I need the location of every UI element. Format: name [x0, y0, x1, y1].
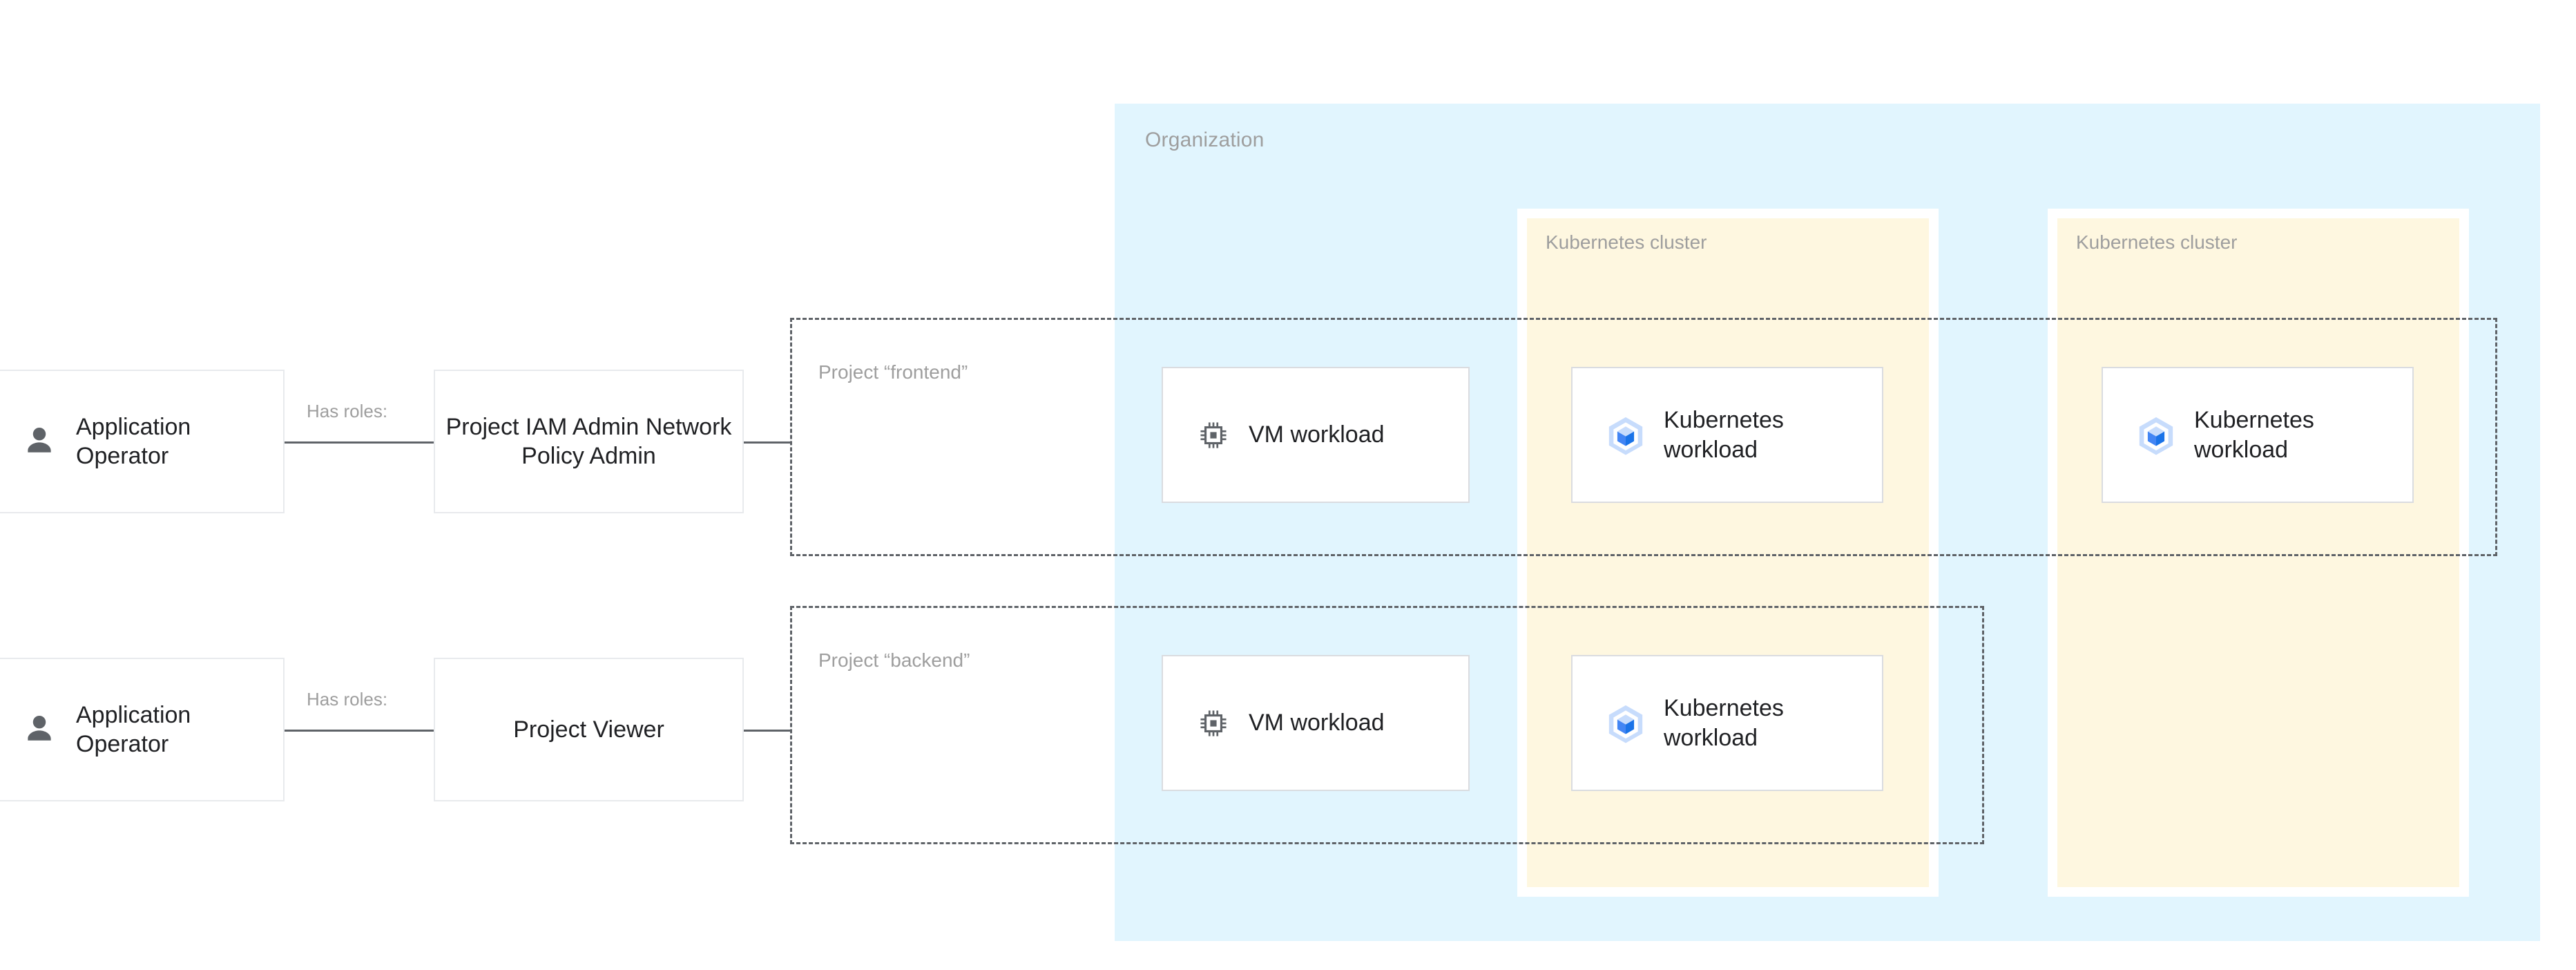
vm-workload-label: VM workload	[1249, 421, 1385, 448]
kubernetes-workload-card-backend-cluster1[interactable]: Kubernetes workload	[1571, 655, 1883, 791]
edge-label-has-roles-2: Has roles:	[307, 689, 388, 710]
connector-role1-to-project-frontend	[744, 441, 791, 444]
connector-role2-to-project-backend	[744, 730, 791, 732]
cpu-chip-icon	[1200, 710, 1227, 736]
project-backend-label: Project “backend”	[818, 649, 970, 671]
actor-application-operator-2[interactable]: Application Operator	[0, 658, 285, 801]
role-label: Project IAM Admin Network Policy Admin	[445, 413, 732, 469]
actor-label: Application Operator	[76, 413, 191, 469]
vm-workload-label: VM workload	[1249, 710, 1385, 736]
kubernetes-workload-label: Kubernetes workload	[1664, 407, 1784, 463]
kubernetes-cluster-2-label: Kubernetes cluster	[2076, 231, 2238, 253]
kubernetes-cube-icon	[1608, 417, 1643, 455]
kubernetes-cube-icon	[1608, 705, 1643, 743]
project-frontend-label: Project “frontend”	[818, 361, 968, 383]
project-frontend-boundary	[790, 318, 2497, 556]
person-icon	[28, 715, 51, 741]
kubernetes-cluster-2-container	[2048, 209, 2469, 897]
kubernetes-workload-label: Kubernetes workload	[2194, 407, 2314, 463]
kubernetes-workload-label: Kubernetes workload	[1664, 695, 1784, 751]
connector-actor1-to-role1	[285, 441, 434, 444]
project-backend-boundary	[790, 606, 1984, 844]
edge-label-has-roles-1: Has roles:	[307, 401, 388, 421]
kubernetes-cube-icon	[2139, 417, 2173, 455]
person-icon	[28, 427, 51, 453]
cpu-chip-icon	[1200, 421, 1227, 448]
role-box-project-iam-admin[interactable]: Project IAM Admin Network Policy Admin	[434, 370, 744, 513]
organization-label: Organization	[1145, 129, 1265, 151]
kubernetes-cluster-1-label: Kubernetes cluster	[1546, 231, 1707, 253]
role-box-project-viewer[interactable]: Project Viewer	[434, 658, 744, 801]
actor-label: Application Operator	[76, 701, 191, 757]
kubernetes-workload-card-frontend-cluster2[interactable]: Kubernetes workload	[2102, 367, 2414, 503]
connector-actor2-to-role2	[285, 730, 434, 732]
vm-workload-card-frontend[interactable]: VM workload	[1162, 367, 1470, 503]
role-label: Project Viewer	[513, 716, 664, 743]
vm-workload-card-backend[interactable]: VM workload	[1162, 655, 1470, 791]
actor-application-operator-1[interactable]: Application Operator	[0, 370, 285, 513]
kubernetes-workload-card-frontend-cluster1[interactable]: Kubernetes workload	[1571, 367, 1883, 503]
